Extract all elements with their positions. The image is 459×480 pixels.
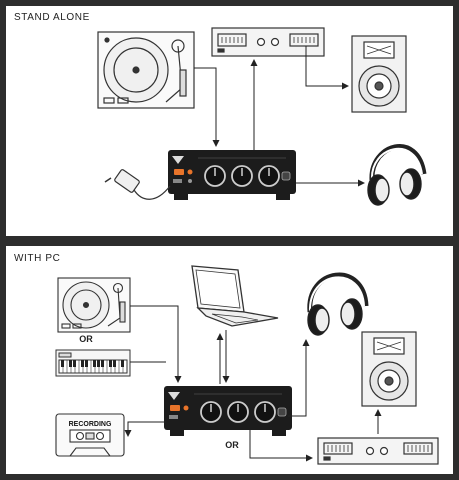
with-pc-title: WITH PC xyxy=(14,253,61,264)
phono-preamp-device xyxy=(168,150,296,200)
keyboard-icon xyxy=(55,349,131,377)
headphones-icon xyxy=(367,144,427,206)
laptop-icon xyxy=(191,265,279,327)
with-pc-diagram: OR RECORDING xyxy=(55,265,439,465)
power-adapter-icon xyxy=(104,169,171,200)
volume-knob xyxy=(231,165,253,187)
amplifier-icon xyxy=(317,437,439,465)
with-pc-panel: WITH PC OR xyxy=(6,246,453,474)
amplifier-icon xyxy=(211,27,325,57)
volume-knob xyxy=(227,401,249,423)
turntable-icon xyxy=(97,31,195,109)
phono-preamp-device xyxy=(164,386,292,436)
gain-knob xyxy=(200,401,222,423)
recording-label: RECORDING xyxy=(69,421,112,428)
or-label-outputs: OR xyxy=(225,440,239,450)
headphones-icon xyxy=(307,272,369,336)
monitor-knob xyxy=(258,165,280,187)
turntable-icon xyxy=(57,277,131,333)
stand-alone-title: STAND ALONE xyxy=(14,12,90,23)
or-label-sources: OR xyxy=(79,334,93,344)
signal-lines xyxy=(194,46,365,187)
monitor-knob xyxy=(254,401,276,423)
speaker-icon xyxy=(361,331,417,407)
stand-alone-diagram xyxy=(97,27,427,206)
gain-knob xyxy=(204,165,226,187)
speaker-icon xyxy=(351,35,407,113)
stand-alone-panel: STAND ALONE xyxy=(6,6,453,236)
signal-lines xyxy=(124,305,382,462)
cassette-recording-icon: RECORDING xyxy=(55,413,125,457)
